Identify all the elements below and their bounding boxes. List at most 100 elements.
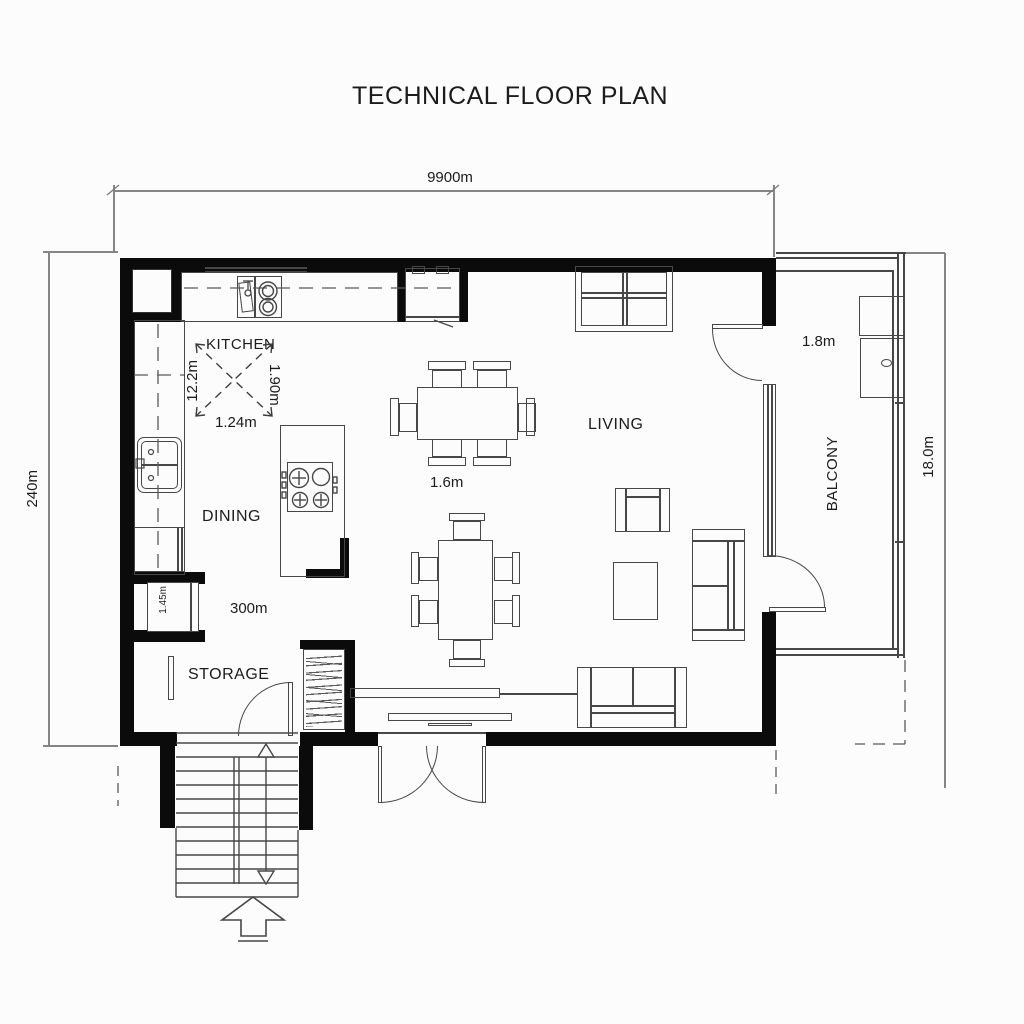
- sofa-bottom: [577, 667, 687, 728]
- armchair-back-line: [626, 496, 659, 498]
- balcony-inner-rail: [892, 270, 894, 648]
- closet-hatch: [306, 652, 342, 727]
- sofa-right-cushion-divider: [693, 585, 727, 587]
- wall-stairwell-right: [299, 746, 313, 830]
- chair-seat: [419, 557, 438, 581]
- sofa-right-arm-bottom: [693, 629, 744, 631]
- sink-hob-divider: [254, 277, 256, 317]
- entry-threshold: [378, 732, 486, 734]
- storage-wall-leaf: [168, 656, 174, 700]
- base-cabinet-door-line-1: [177, 528, 179, 571]
- storage-label: STORAGE: [188, 666, 270, 683]
- wall-bottom-left: [120, 732, 177, 746]
- balcony-slab-bottom-2: [776, 654, 905, 656]
- chair-seat: [477, 370, 507, 388]
- chair-seat: [399, 403, 417, 432]
- window-grid-unit: [575, 266, 673, 332]
- balcony-slab-bottom-1: [776, 648, 897, 650]
- chair-back: [449, 513, 485, 521]
- wall-closet-right: [345, 640, 355, 732]
- kitchen-dim-right: 1.90m: [266, 364, 283, 406]
- kitchen-dim-bottom: 1.24m: [215, 414, 257, 431]
- stairs: [175, 732, 299, 898]
- base-cabinet: [134, 527, 185, 572]
- sofa-right-back-2: [733, 541, 735, 630]
- living-label: LIVING: [588, 416, 644, 433]
- dining-table-1: [417, 387, 518, 440]
- balcony-window: [763, 384, 776, 557]
- tv-console: [350, 688, 500, 698]
- wall-sink-divider: [141, 464, 178, 466]
- chair-back: [411, 552, 419, 584]
- kitchen-dim-left: 12.2m: [184, 360, 201, 402]
- balcony-rail-joint-2: [895, 541, 905, 543]
- stairs-direction-arrows: [256, 742, 276, 886]
- wall-stub-fridge-left: [397, 258, 406, 322]
- kitchen-counter: [181, 272, 398, 322]
- dim-label-left: 240m: [24, 470, 41, 508]
- balcony-cabinet-lower: [860, 338, 904, 398]
- dim-tick-left-top: [43, 251, 118, 253]
- corner-shaft: [132, 269, 172, 313]
- dim-line-right: [944, 253, 946, 788]
- wall-bottom-mid: [300, 732, 378, 746]
- storage-closet: [303, 649, 345, 730]
- chair-seat: [453, 640, 481, 659]
- balcony-door-upper-arc: [712, 329, 762, 381]
- dim-ext-right-top: [905, 252, 945, 254]
- balcony-door-upper-leaf: [712, 324, 763, 329]
- left-counter: [134, 320, 185, 575]
- balcony-door-lower-leaf: [769, 607, 826, 612]
- wall-right-top: [762, 258, 776, 326]
- chair-seat: [453, 521, 481, 540]
- dining-dim: 300m: [230, 600, 268, 617]
- armchair-arm-left: [625, 489, 627, 531]
- wall-stairwell-left: [160, 746, 175, 828]
- balcony-rail-joint-1: [895, 402, 905, 404]
- stairs-up-arrow: [219, 896, 287, 942]
- dim-line-left: [48, 251, 50, 746]
- entry-door-arc-right: [426, 746, 484, 803]
- sofa-bottom-back-2: [591, 712, 674, 714]
- dining-table-2: [438, 540, 493, 640]
- console-extension-line: [500, 693, 578, 695]
- chair-back: [473, 457, 511, 466]
- counter-shelf-line-1: [205, 267, 307, 269]
- dim-ext-top-right: [773, 191, 775, 257]
- shaft-box-door-line: [190, 583, 192, 631]
- chair-back: [526, 398, 535, 436]
- window-grid-rail-1: [581, 292, 667, 294]
- counter-shelf-line-2: [205, 271, 307, 273]
- wall-stub-shaft-bottom: [120, 630, 205, 642]
- refrigerator-vent-left: [412, 266, 425, 274]
- window-grid-mullion-1: [622, 272, 624, 326]
- wall-stub-fridge-right: [459, 258, 468, 322]
- chair-back: [411, 595, 419, 627]
- balcony-window-glazing-2: [771, 385, 773, 556]
- kitchen-label: KITCHEN: [206, 336, 276, 353]
- chair-seat: [477, 439, 507, 457]
- kitchen-cross: [195, 343, 273, 417]
- shaft-box-label: 1.45m: [158, 586, 169, 614]
- sofa-right: [692, 529, 745, 641]
- storage-door-arc: [238, 682, 291, 736]
- balcony-label: BALCONY: [824, 436, 841, 512]
- balcony-slab-top-1: [776, 252, 906, 254]
- window-grid-inner: [581, 272, 667, 326]
- sofa-right-back-1: [727, 541, 729, 630]
- sofa-bottom-arm-right: [674, 668, 676, 727]
- dining-label: DINING: [202, 508, 261, 525]
- balcony-dim: 1.8m: [802, 333, 836, 350]
- balcony-rail-outer-1: [897, 252, 899, 658]
- balcony-cabinet-upper: [859, 296, 904, 336]
- kitchen-island: [280, 425, 345, 577]
- cooktop: [287, 462, 333, 512]
- dashed-reference-lines: [117, 287, 906, 806]
- wall-top: [120, 258, 775, 272]
- dim-tick-left-bottom: [43, 745, 118, 747]
- chair-seat: [419, 600, 438, 624]
- armchair: [615, 488, 670, 532]
- chair-back: [428, 361, 466, 370]
- island-wall-horizontal: [306, 569, 349, 578]
